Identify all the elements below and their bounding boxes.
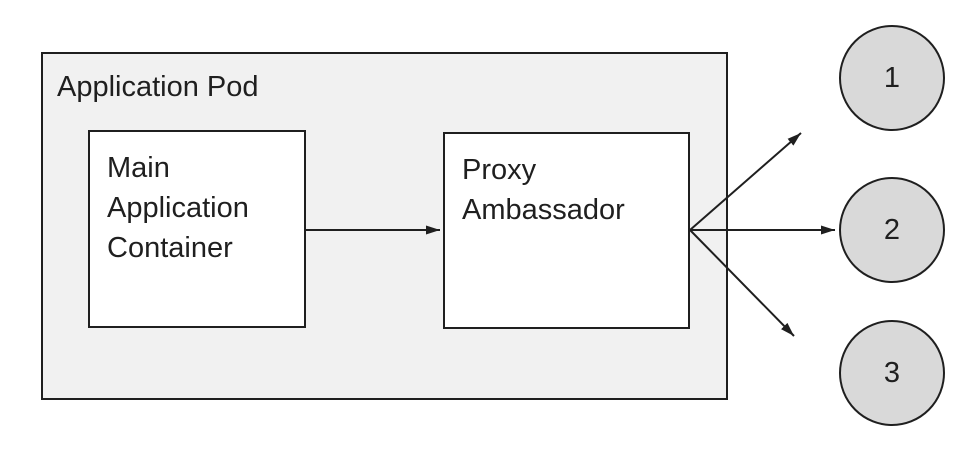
endpoint-circle-3-label: 3 [883,356,901,389]
node-proxy-ambassador: Proxy Ambassador [443,132,690,329]
node-main-application-container: Main Application Container [88,130,306,328]
endpoint-circle-2-label: 2 [883,213,901,246]
application-pod-label: Application Pod [57,71,259,103]
endpoint-circle-3: 3 [839,320,945,426]
node-main-application-container-label: Main Application Container [107,152,249,264]
node-proxy-ambassador-label: Proxy Ambassador [462,154,625,226]
endpoint-circle-1-label: 1 [883,61,901,94]
endpoint-circle-2: 2 [839,177,945,283]
endpoint-circle-1: 1 [839,25,945,131]
